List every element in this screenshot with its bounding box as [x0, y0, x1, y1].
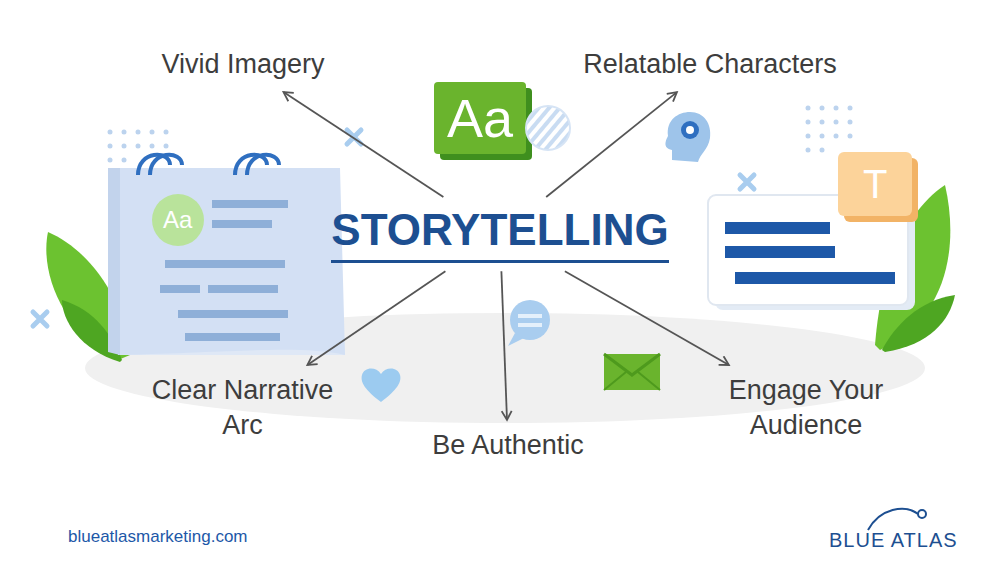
branch-text: Engage Your Audience	[706, 373, 906, 443]
branch-label: Clear Narrative Arc	[140, 373, 345, 443]
logo-arc	[868, 509, 918, 530]
arrow-connector	[546, 92, 677, 197]
font-sample: T	[863, 164, 887, 204]
font-box	[434, 82, 526, 154]
logo-text: BLUE ATLAS	[829, 530, 958, 550]
branch-label: Engage Your Audience	[706, 373, 906, 443]
arrow-connector	[284, 92, 444, 197]
branch-text: Vivid Imagery	[113, 47, 373, 82]
arrow-connector	[307, 271, 445, 365]
topic-title: STORYTELLING	[331, 201, 668, 263]
font-sample: Aa	[163, 208, 192, 232]
arrow-connector	[501, 271, 507, 420]
text-card	[708, 152, 918, 310]
striped-ball	[526, 106, 570, 150]
branch-text: Be Authentic	[393, 428, 623, 463]
central-topic: STORYTELLING	[290, 201, 710, 263]
branch-label: Vivid Imagery	[113, 47, 373, 82]
heart-icon	[362, 368, 401, 402]
branch-text: Clear Narrative Arc	[140, 373, 345, 443]
logo-dot	[918, 510, 926, 518]
chat-icon	[508, 300, 550, 346]
font-sample: Aa	[447, 91, 513, 145]
branch-text: Relatable Characters	[545, 47, 875, 82]
cross-mark	[33, 130, 754, 326]
branch-label: Relatable Characters	[545, 47, 875, 82]
head-icon	[666, 112, 711, 162]
arrow-connector	[565, 271, 729, 365]
website-url: blueatlasmarketing.com	[68, 528, 248, 545]
branch-label: Be Authentic	[393, 428, 623, 463]
notepad	[108, 155, 345, 355]
envelope-icon	[604, 354, 660, 390]
